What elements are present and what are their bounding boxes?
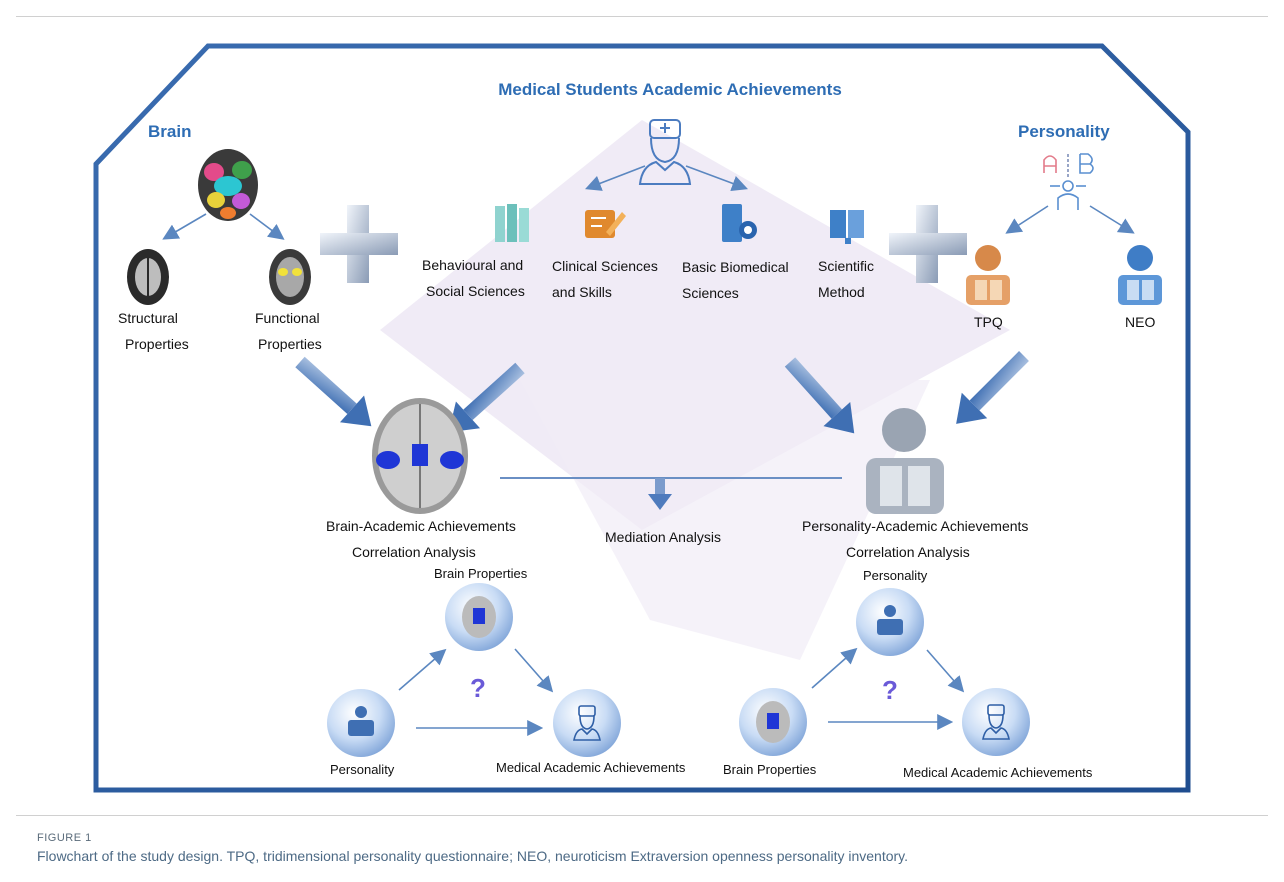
plus-icon-left	[320, 205, 398, 283]
big-arrow-center-right	[784, 357, 855, 434]
personality-correlation-line-2: Correlation Analysis	[846, 544, 970, 560]
node-brain-mini-icon-right	[756, 701, 790, 743]
arrow-ab-neo	[1089, 205, 1135, 234]
arrow-ab-tpq	[1005, 205, 1049, 234]
big-reader-icon	[866, 408, 944, 514]
structural-label-2: Properties	[125, 336, 189, 352]
subject-4-line-1: Scientific	[818, 258, 875, 274]
personality-correlation-line-1: Personality-Academic Achievements	[802, 518, 1029, 534]
subject-3-line-1: Basic Biomedical	[682, 259, 789, 275]
arrow-atlas-functional	[249, 213, 285, 240]
subject-3-line-2: Sciences	[682, 285, 739, 301]
biomedical-gear-icon	[722, 204, 757, 242]
scientific-book-icon	[830, 210, 864, 244]
right-outcome-label: Medical Academic Achievements	[903, 765, 1093, 780]
arrow-pers-ach-right	[926, 649, 965, 693]
figure-label: FIGURE 1	[37, 832, 92, 844]
node-doctor-mini-icon-left	[573, 705, 601, 741]
node-reader-mini-icon-left	[348, 706, 374, 736]
node-doctor-mini-icon-right	[982, 704, 1010, 740]
tpq-reader-icon	[966, 245, 1010, 305]
big-arrow-functional	[295, 356, 372, 427]
books-icon	[495, 204, 529, 242]
subject-2-line-2: and Skills	[552, 284, 612, 300]
brain-correlation-line-1: Brain-Academic Achievements	[326, 518, 516, 534]
subject-1-line-2: Social Sciences	[426, 283, 525, 299]
mediation-label: Mediation Analysis	[605, 529, 721, 545]
caption-divider	[16, 815, 1268, 816]
right-predictor-label: Brain Properties	[723, 762, 817, 777]
subject-2-line-1: Clinical Sciences	[552, 258, 658, 274]
functional-label-1: Functional	[255, 310, 320, 326]
neo-label: NEO	[1125, 314, 1156, 330]
structural-brain-icon	[127, 249, 169, 305]
personality-heading: Personality	[1018, 122, 1110, 141]
arrow-brain-ach-left	[514, 648, 554, 693]
arrow-doctor-left	[585, 165, 646, 191]
arrow-doctor-right	[685, 165, 748, 192]
left-question-mark: ?	[470, 673, 486, 703]
mediation-down-arrow	[648, 478, 672, 510]
left-mediator-label: Brain Properties	[434, 566, 528, 581]
node-reader-mini-icon-right	[877, 605, 903, 635]
background-diamond-lower	[520, 380, 930, 660]
arrow-pers-brain-left	[398, 648, 447, 691]
node-brain-mini-icon-left	[462, 596, 496, 638]
figure-caption: Flowchart of the study design. TPQ, trid…	[37, 848, 909, 864]
arrow-atlas-structural	[162, 213, 207, 240]
functional-label-2: Properties	[258, 336, 322, 352]
subject-4-line-2: Method	[818, 284, 865, 300]
tpq-label: TPQ	[974, 314, 1003, 330]
diagram-title: Medical Students Academic Achievements	[498, 80, 842, 99]
background-diamond	[380, 120, 1010, 530]
brain-atlas-icon	[198, 149, 258, 221]
brain-heading: Brain	[148, 122, 192, 141]
top-rule	[16, 16, 1268, 17]
big-arrow-tpq	[956, 351, 1029, 424]
functional-brain-icon	[269, 249, 311, 305]
subject-1-line-1: Behavioural and	[422, 257, 524, 273]
node-achievement-right	[962, 688, 1030, 756]
arrow-brain-pers-right	[811, 647, 858, 689]
neo-reader-icon	[1118, 245, 1162, 305]
big-brain-icon	[372, 398, 468, 514]
brain-correlation-line-2: Correlation Analysis	[352, 544, 476, 560]
left-outcome-label: Medical Academic Achievements	[496, 760, 686, 775]
plus-icon-right	[889, 205, 967, 283]
right-mediator-label: Personality	[863, 568, 928, 583]
node-achievement-left	[553, 689, 621, 757]
clinical-notes-icon	[585, 210, 626, 238]
doctor-icon	[638, 119, 692, 185]
ab-choice-icon	[1043, 153, 1094, 210]
structural-label-1: Structural	[118, 310, 178, 326]
left-predictor-label: Personality	[330, 762, 395, 777]
right-question-mark: ?	[882, 675, 898, 705]
